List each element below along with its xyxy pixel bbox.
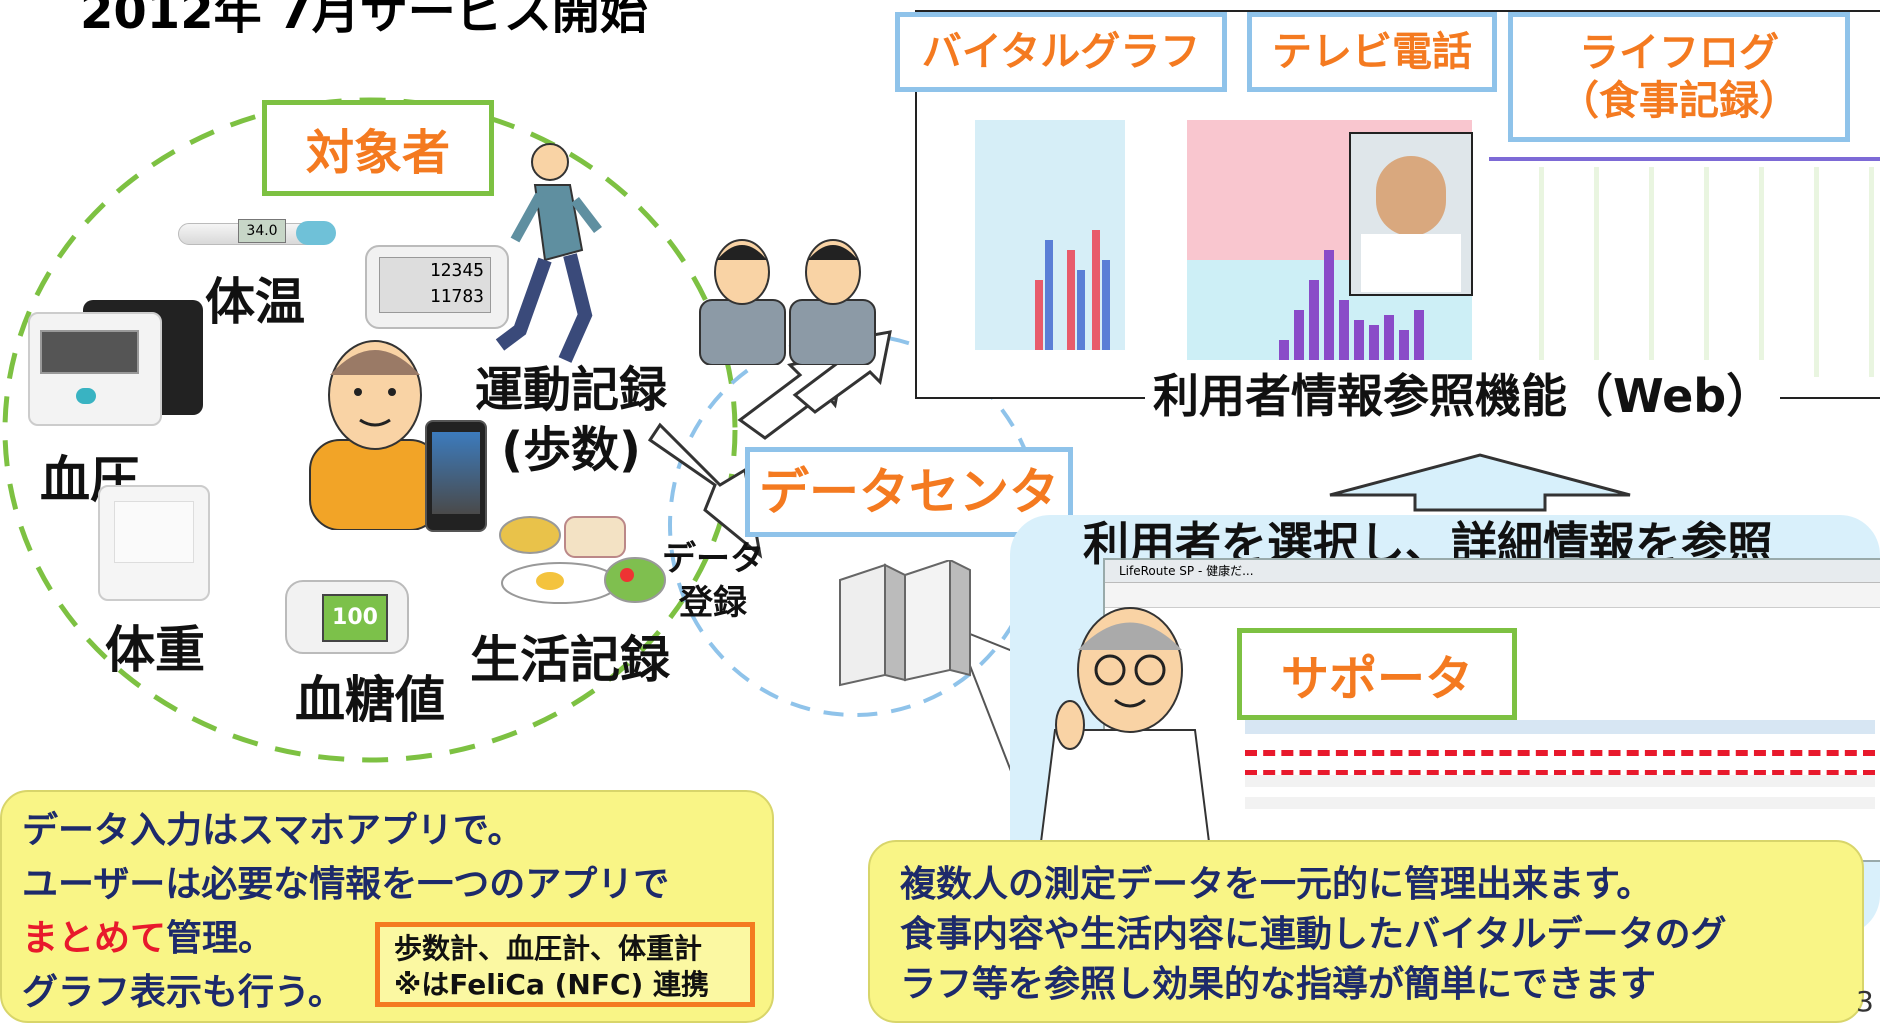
tv-phone-screen [1149, 80, 1479, 380]
weight-scale-icon [98, 485, 210, 601]
smartphone-icon [425, 420, 487, 532]
left-callout-text: データ入力はスマホアプリで。 ユーザーは必要な情報を一つのアプリで まとめて管理… [22, 810, 670, 1013]
up-arrow [1329, 453, 1631, 512]
tab-tv-phone[interactable]: テレビ電話 [1247, 12, 1497, 92]
weight-label: 体重 [105, 621, 205, 679]
doctor-icon [1038, 607, 1212, 850]
right-callout: 複数人の測定データを一元的に管理出来ます。 食事内容や生活内容に連動したバイタル… [868, 840, 1864, 1023]
blood-pressure-monitor-icon [28, 300, 203, 426]
exercise-record-label: 運動記録 (歩数) [475, 362, 668, 478]
pedometer-icon: 12345 11783 [365, 245, 509, 329]
blood-sugar-label: 血糖値 [295, 671, 445, 729]
left-callout: データ入力はスマホアプリで。 ユーザーは必要な情報を一つのアプリで まとめて管理… [0, 790, 774, 1023]
page-number: 3 [1856, 985, 1874, 1018]
meal-icon [499, 516, 666, 604]
thermometer-icon: 34.0 [178, 205, 348, 255]
felica-note-box: 歩数計、血圧計、体重計 ※はFeliCa (NFC) 連携 [375, 922, 755, 1007]
data-register-label: データ 登録 [662, 539, 764, 623]
temperature-label: 体温 [205, 273, 305, 331]
tab-vital-graph[interactable]: バイタルグラフ [895, 12, 1227, 92]
vital-graph-screen [927, 80, 1145, 380]
target-label-box: 対象者 [262, 100, 494, 196]
right-callout-text: 複数人の測定データを一元的に管理出来ます。 食事内容や生活内容に連動したバイタル… [900, 864, 1727, 1005]
data-center-label-box: データセンタ [745, 447, 1073, 537]
browser-tab[interactable]: LifeRoute SP - 健康だ... [1105, 560, 1880, 583]
selected-user-row[interactable] [1245, 750, 1875, 776]
server-icon [839, 560, 971, 687]
staff-icon [699, 239, 876, 365]
running-person-icon [495, 143, 602, 363]
supporter-label-box: サポータ [1237, 628, 1517, 720]
elderly-user-icon [309, 340, 441, 530]
life-record-label: 生活記録 [470, 631, 670, 689]
glucose-meter-icon: 100 [285, 580, 409, 654]
video-call-window [1349, 132, 1473, 296]
web-function-label: 利用者情報参照機能（Web） [1145, 360, 1781, 426]
tab-lifelog[interactable]: ライフログ （食事記録） [1508, 12, 1850, 142]
slide-title: 2012年 7月サービス開始 [80, 0, 648, 40]
lifelog-screen [1485, 122, 1880, 382]
